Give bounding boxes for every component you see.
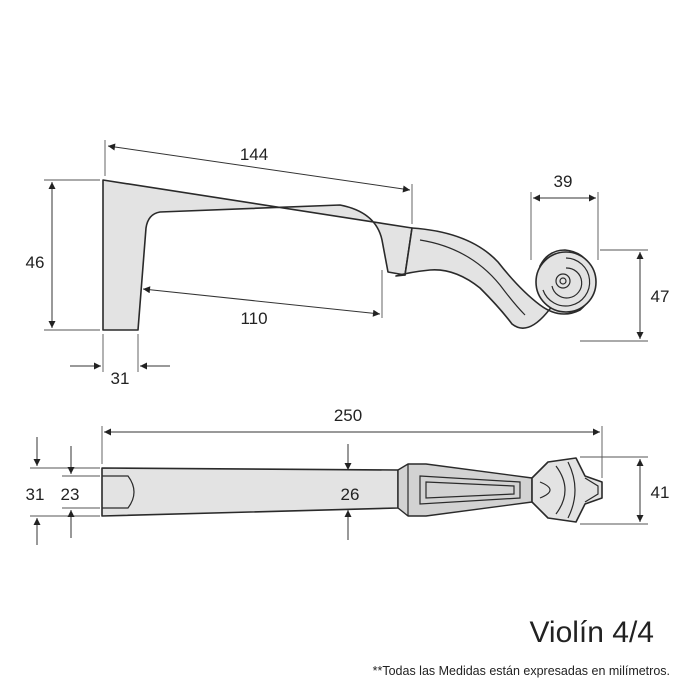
label-heel-inner: 23 (61, 485, 80, 504)
label-scroll-height: 47 (651, 287, 670, 306)
scroll-turn-2 (551, 267, 583, 299)
label-inner-length: 110 (240, 309, 267, 328)
scroll-eye-inner (559, 277, 567, 285)
label-heel-outer: 31 (26, 485, 45, 504)
dim-heel-width: 31 (70, 334, 170, 388)
label-total-length: 250 (334, 406, 362, 425)
scroll-top-curve-1 (539, 481, 551, 499)
label-neck-width: 26 (341, 485, 360, 504)
side-view-neck (102, 179, 597, 331)
dim-height: 46 (26, 179, 100, 331)
scroll-turn-1 (542, 257, 591, 307)
dim-total-length: 250 (101, 406, 603, 478)
pegbox-cavity (419, 475, 521, 505)
scroll-top-curve-3 (567, 461, 576, 519)
nut-line (404, 227, 413, 276)
dim-heel-inner: 23 (61, 446, 100, 538)
units-footnote: **Todas las Medidas están expresadas en … (372, 664, 670, 678)
dim-heel-outer: 31 (26, 437, 100, 545)
scroll-top-curve-4 (584, 477, 599, 503)
pegbox-top (397, 463, 533, 517)
label-heel-width: 31 (111, 369, 130, 388)
pegbox-cavity-inner (425, 481, 515, 499)
scroll-top-curve-2 (555, 465, 566, 515)
drawing-title: Violín 4/4 (529, 616, 654, 649)
scroll-top (531, 457, 603, 523)
dim-scroll-height: 47 (580, 249, 670, 342)
label-height: 46 (26, 253, 45, 272)
label-scroll-top-width: 41 (651, 483, 670, 502)
dim-scroll-width: 39 (530, 172, 599, 260)
neck-side-profile (102, 179, 413, 331)
scroll-spiral (535, 251, 597, 313)
label-scroll-width: 39 (554, 172, 573, 191)
heel-curve (102, 475, 135, 509)
label-overall-length: 144 (240, 145, 268, 164)
pegbox-side (395, 227, 595, 329)
dim-overall-length: 144 (104, 140, 413, 224)
top-view-neck (101, 457, 603, 523)
pegbox-edge (419, 239, 526, 316)
dim-inner-length: 110 (142, 270, 383, 328)
dim-neck-width: 26 (341, 444, 360, 540)
scroll-eye (555, 273, 571, 289)
dim-scroll-top-width: 41 (580, 456, 670, 525)
